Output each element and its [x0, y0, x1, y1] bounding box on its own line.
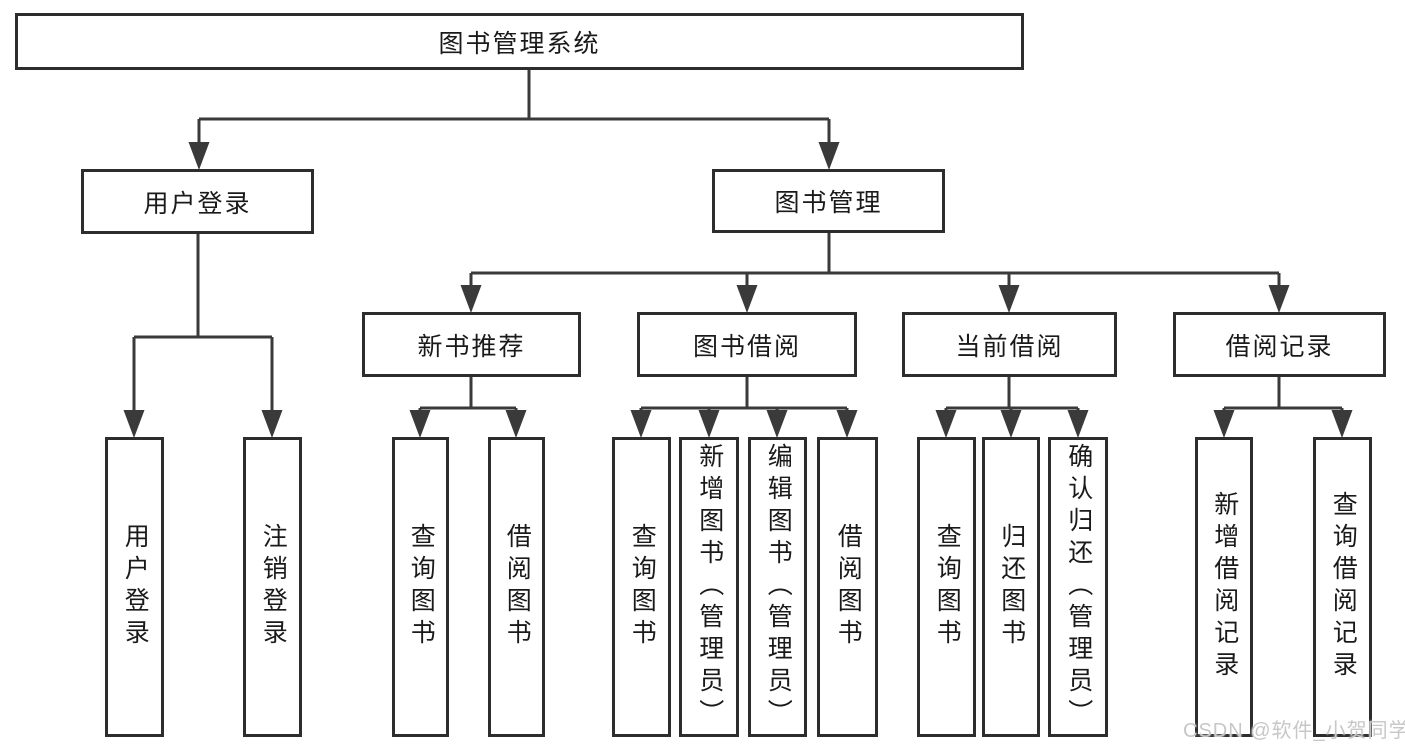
node-label: 图书管理 — [774, 189, 883, 217]
leaf-label: 借阅图书 — [503, 523, 532, 651]
leaf-query-books-recommend: 查询图书 — [392, 437, 449, 737]
leaf-label: 编辑图书（管理员） — [764, 443, 793, 731]
leaf-return-books: 归还图书 — [982, 437, 1040, 737]
leaf-query-books-current: 查询图书 — [917, 437, 976, 737]
node-borrowing-records: 借阅记录 — [1173, 312, 1386, 377]
leaf-label: 借阅图书 — [834, 523, 863, 651]
leaf-label: 查询图书 — [628, 523, 657, 651]
node-label: 用户登录 — [143, 189, 252, 218]
node-book-borrowing: 图书借阅 — [637, 312, 857, 377]
node-new-book-recommendation: 新书推荐 — [362, 312, 581, 377]
node-user-login: 用户登录 — [81, 169, 314, 234]
node-label: 借阅记录 — [1225, 332, 1334, 361]
leaf-borrow-books-recommend: 借阅图书 — [488, 437, 545, 737]
leaf-label: 归还图书 — [997, 523, 1026, 651]
leaf-label: 查询借阅记录 — [1329, 491, 1358, 683]
leaf-confirm-return-admin: 确认归还（管理员） — [1048, 437, 1108, 737]
leaf-edit-book-admin: 编辑图书（管理员） — [748, 437, 807, 737]
leaf-label: 新增借阅记录 — [1210, 491, 1239, 683]
leaf-label: 查询图书 — [933, 523, 962, 651]
leaf-logout: 注销登录 — [243, 437, 302, 737]
leaf-query-books-borrowing: 查询图书 — [612, 437, 671, 737]
node-label: 当前借阅 — [955, 332, 1064, 361]
leaf-label: 查询图书 — [407, 523, 436, 651]
leaf-label: 注销登录 — [259, 523, 288, 651]
leaf-add-book-admin: 新增图书（管理员） — [679, 437, 739, 737]
node-label: 图书管理系统 — [438, 29, 601, 58]
leaf-query-borrow-record: 查询借阅记录 — [1313, 437, 1372, 737]
node-label: 新书推荐 — [417, 332, 526, 361]
node-book-management: 图书管理 — [712, 169, 945, 233]
leaf-label: 新增图书（管理员） — [695, 443, 724, 731]
leaf-label: 确认归还（管理员） — [1064, 443, 1093, 731]
leaf-user-login: 用户登录 — [105, 437, 164, 737]
leaf-add-borrow-record: 新增借阅记录 — [1195, 437, 1253, 737]
leaf-borrow-books-borrowing: 借阅图书 — [817, 437, 878, 737]
node-label: 图书借阅 — [692, 332, 801, 361]
csdn-watermark: CSDN @软件_小贺同学 — [1183, 720, 1405, 742]
leaf-label: 用户登录 — [121, 523, 150, 651]
node-current-borrowing: 当前借阅 — [902, 312, 1117, 377]
node-library-management-system: 图书管理系统 — [15, 13, 1024, 70]
